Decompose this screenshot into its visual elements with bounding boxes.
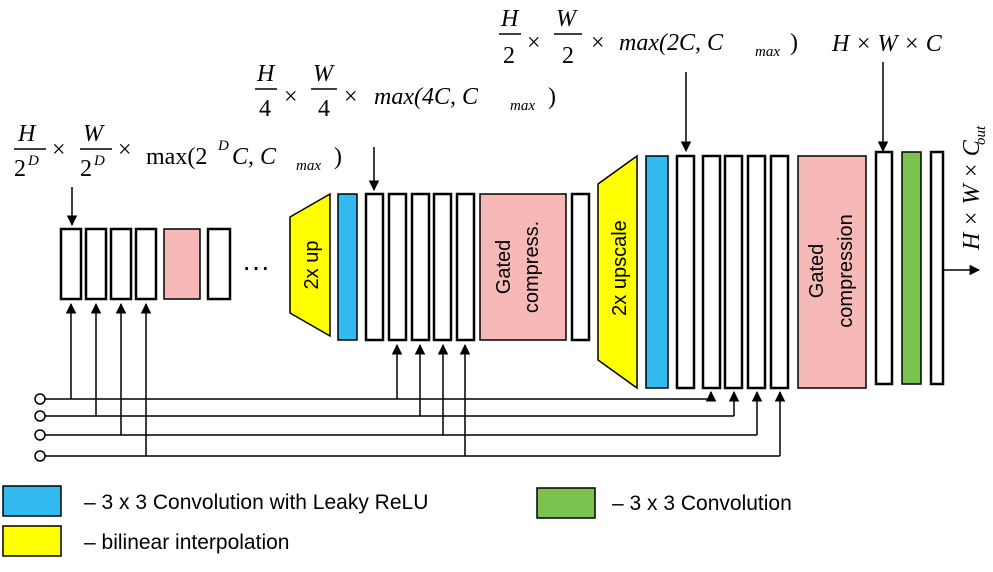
ann-level-0: H × W × C [831, 31, 943, 57]
gated-block-small [479, 193, 567, 341]
bus-arrows-level-2 [391, 343, 471, 456]
conv-block [134, 227, 158, 301]
legend-swatch-green [536, 487, 596, 519]
ann-d-sub: max [296, 158, 321, 174]
conv-leaky-block [645, 155, 669, 389]
ann-d-expr: max(2 [146, 144, 207, 170]
bus-arrows-level-d [65, 302, 152, 456]
ann-2-close: ) [548, 84, 556, 110]
ann-d-tail: C, C [232, 144, 277, 170]
gated-label-large-1: Gated [806, 244, 828, 298]
ann-output-text: H × W × C [959, 139, 985, 251]
legend-label-green: – 3 x 3 Convolution [612, 492, 792, 515]
ann-2-num-h: H [256, 61, 276, 87]
ann-d-times-2: × [118, 137, 132, 163]
gated-label-small-1: Gated [493, 240, 515, 294]
conv-block [455, 192, 476, 342]
ann-1-times-2: × [591, 30, 605, 56]
conv-block [206, 227, 232, 301]
ann-d-times-1: × [52, 137, 66, 163]
ellipsis: ··· [242, 251, 270, 282]
ann-2-times-2: × [344, 84, 358, 110]
legend: – 3 x 3 Convolution with Leaky ReLU – 3 … [2, 485, 792, 557]
conv-leaky-block [337, 193, 358, 341]
ann-d-sup-c: D [217, 138, 229, 154]
ann-1-sub: max [755, 44, 780, 60]
ann-output: H × W × C out [959, 125, 989, 251]
group-level-1: 2x upscale Gated compression [597, 150, 945, 390]
ann-d-den-h: 2 [14, 156, 26, 182]
ann-2-sub: max [510, 98, 535, 114]
conv-block [364, 192, 385, 342]
conv-block [410, 192, 431, 342]
ann-1-den-h: 2 [503, 43, 515, 69]
conv-block [929, 150, 945, 386]
bus-arrows-level-1 [705, 390, 786, 456]
ann-d-sup-w: D [93, 153, 105, 169]
annotation-level-2: H 4 × W 4 × max(4C, C max ) [255, 61, 556, 122]
upsample-label-small: 2x up [301, 241, 323, 290]
legend-label-yellow: – bilinear interpolation [84, 531, 289, 554]
input-node [34, 450, 46, 462]
conv-plain-block [901, 151, 922, 385]
ann-d-num-h: H [17, 121, 37, 147]
conv-block [59, 227, 83, 301]
ann-output-sub: out [973, 125, 989, 145]
conv-block [84, 227, 108, 301]
legend-swatch-yellow [2, 525, 62, 557]
conv-block [723, 154, 744, 390]
conv-block [432, 192, 453, 342]
gated-label-small-2: compress. [521, 221, 543, 313]
conv-block [387, 192, 408, 342]
ann-2-expr: max(4C, C [374, 84, 479, 110]
ann-2-den-h: 4 [259, 96, 271, 122]
conv-block [675, 154, 696, 390]
legend-swatch-blue [2, 485, 62, 517]
annotation-level-1: H 2 × W 2 × max(2C, C max ) [499, 6, 798, 69]
ann-d-num-w: W [83, 121, 105, 147]
annotation-level-d: H 2 D × W 2 D × max(2 D C, C max ) [14, 121, 342, 182]
gated-block-large [797, 155, 867, 389]
ann-2-den-w: 4 [318, 96, 330, 122]
input-node [34, 429, 46, 441]
input-bus [34, 393, 780, 462]
ann-1-expr: max(2C, C [619, 30, 724, 56]
group-level-d [59, 227, 232, 301]
ann-1-num-h: H [500, 6, 520, 32]
group-level-2: 2x up Gated compress. [289, 192, 591, 342]
input-node [34, 393, 46, 405]
ann-d-close: ) [334, 144, 342, 170]
ann-2-times-1: × [284, 84, 298, 110]
ann-1-den-w: 2 [562, 43, 574, 69]
input-node [34, 410, 46, 422]
ann-d-sup-h: D [27, 153, 39, 169]
conv-block [109, 227, 133, 301]
ann-d-den-w: 2 [80, 156, 92, 182]
gated-label-large-2: compression [835, 214, 857, 327]
conv-block [874, 150, 894, 386]
upsample-label-large: 2x upscale [609, 220, 631, 316]
gated-block-tiny [163, 228, 201, 300]
legend-label-blue: – 3 x 3 Convolution with Leaky ReLU [84, 491, 428, 514]
ann-2-num-w: W [313, 61, 335, 87]
conv-block [570, 192, 591, 342]
upsample-block-small [289, 192, 331, 338]
conv-block [746, 154, 767, 390]
ann-1-times-1: × [527, 30, 541, 56]
ann-1-num-w: W [556, 6, 578, 32]
upsample-block-large [597, 154, 638, 390]
conv-block [769, 154, 790, 390]
conv-block [701, 154, 722, 390]
ann-1-close: ) [790, 30, 798, 56]
